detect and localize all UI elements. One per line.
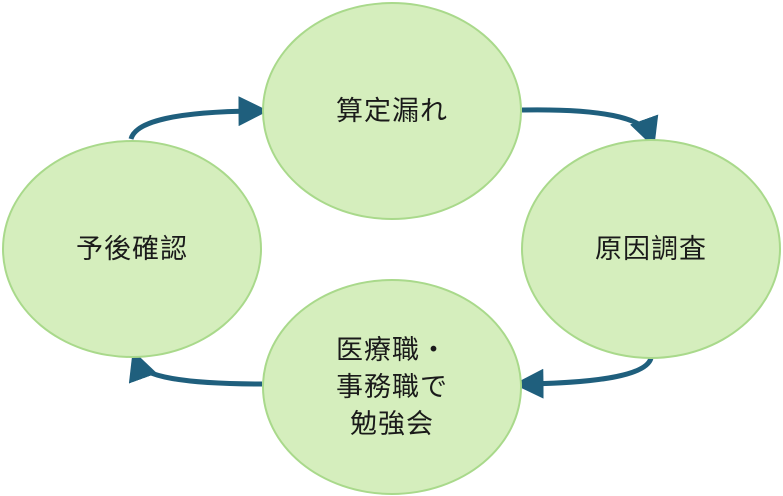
cycle-node-study-session: 医療職・ 事務職で 勉強会: [262, 279, 522, 495]
node-label: 原因調査: [595, 233, 707, 265]
arrow-right-to-bottom: [513, 356, 654, 399]
node-label: 予後確認: [76, 233, 188, 265]
node-label: 医療職・ 事務職で 勉強会: [336, 334, 448, 440]
cycle-node-follow-up: 予後確認: [2, 140, 262, 358]
arrow-top-to-right: [521, 107, 659, 148]
node-label: 算定漏れ: [336, 95, 448, 127]
cycle-node-missed-billing: 算定漏れ: [262, 2, 522, 220]
arrow-left-to-top: [128, 96, 269, 140]
cycle-node-cause-investigation: 原因調査: [521, 139, 781, 359]
arrow-bottom-to-left: [128, 350, 263, 387]
